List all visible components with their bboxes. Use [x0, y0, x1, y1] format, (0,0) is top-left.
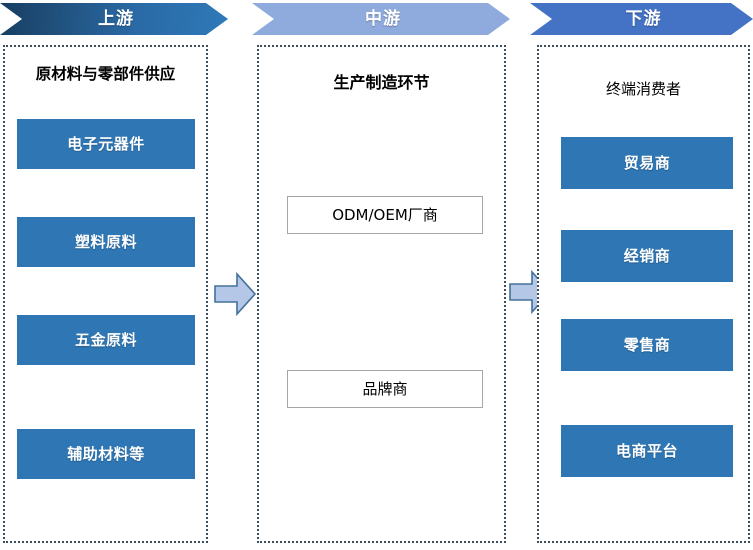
- item-box-plastic-materials[interactable]: 塑料原料: [17, 217, 195, 267]
- banner-downstream: 下游: [530, 3, 753, 35]
- item-box-odm-oem-manufacturer[interactable]: ODM/OEM厂商: [287, 196, 483, 234]
- item-box-brand-owner[interactable]: 品牌商: [287, 370, 483, 408]
- item-box-trader[interactable]: 贸易商: [561, 137, 733, 189]
- column-upstream-title: 原材料与零部件供应: [35, 65, 176, 83]
- item-label: 贸易商: [623, 153, 671, 172]
- item-label: 零售商: [623, 335, 671, 354]
- right-arrow-icon: [213, 271, 257, 317]
- column-downstream: 终端消费者 贸易商 经销商 零售商 电商平台: [537, 45, 750, 543]
- item-label: 辅助材料等: [67, 444, 145, 463]
- banner-midstream-label: 中游: [365, 8, 401, 29]
- item-label: 五金原料: [74, 330, 137, 349]
- banner-upstream: 上游: [0, 3, 228, 35]
- banner-midstream: 中游: [252, 3, 510, 35]
- item-label: ODM/OEM厂商: [332, 205, 438, 224]
- item-box-distributor[interactable]: 经销商: [561, 230, 733, 282]
- item-label: 电商平台: [615, 441, 678, 460]
- column-upstream: 原材料与零部件供应 电子元器件 塑料原料 五金原料 辅助材料等: [3, 45, 208, 543]
- item-box-hardware-materials[interactable]: 五金原料: [17, 315, 195, 365]
- banner-downstream-label: 下游: [625, 8, 662, 29]
- item-label: 电子元器件: [67, 134, 145, 153]
- item-label: 经销商: [623, 246, 671, 265]
- item-box-auxiliary-materials[interactable]: 辅助材料等: [17, 429, 195, 479]
- item-box-ecommerce-platform[interactable]: 电商平台: [561, 425, 733, 477]
- column-midstream: 生产制造环节 ODM/OEM厂商 品牌商: [257, 45, 506, 543]
- banner-upstream-label: 上游: [98, 8, 134, 29]
- item-label: 品牌商: [362, 379, 408, 398]
- item-box-retailer[interactable]: 零售商: [561, 319, 733, 371]
- item-box-electronic-components[interactable]: 电子元器件: [17, 119, 195, 169]
- column-midstream-title: 生产制造环节: [333, 73, 430, 92]
- item-label: 塑料原料: [74, 232, 137, 251]
- column-downstream-title: 终端消费者: [605, 80, 681, 98]
